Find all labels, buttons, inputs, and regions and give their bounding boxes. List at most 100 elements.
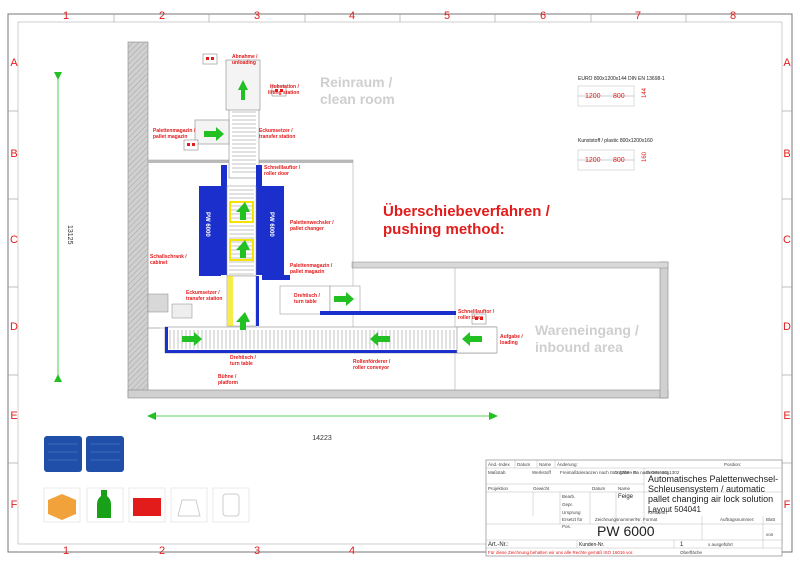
column-refs-top: 1 2 3 4 5 6 7 8 xyxy=(63,10,736,22)
col-ref: 2 xyxy=(159,545,165,557)
arrow-up-icon xyxy=(236,312,250,330)
col-ref: 1 xyxy=(63,545,69,557)
svg-text:Name: Name xyxy=(539,462,552,467)
width-dimension: 14223 xyxy=(312,435,332,442)
row-ref: D xyxy=(783,321,791,333)
room-boundaries xyxy=(147,159,456,390)
machine-label-right: PW 6000 xyxy=(268,212,274,237)
svg-text:Änderung:: Änderung: xyxy=(557,461,578,467)
svg-text:Auftragsnummer:: Auftragsnummer: xyxy=(720,517,755,522)
label-lifting: Hubstation / xyxy=(270,84,299,90)
plastic-dim-height: 160 xyxy=(642,151,648,162)
row-ref: F xyxy=(11,499,18,511)
row-ref: A xyxy=(783,57,791,69)
quantity: 1 xyxy=(680,542,684,548)
machine-label-left: PW 6000 xyxy=(204,212,210,237)
svg-text:Projektion: Projektion xyxy=(488,486,509,491)
column-refs-bottom: 1 2 3 4 xyxy=(63,545,355,557)
euro-dim-width: 800 xyxy=(613,93,625,100)
zone-labels: Reinraum / clean room Wareneingang / inb… xyxy=(320,74,639,355)
arrow-left-icon xyxy=(370,332,390,346)
svg-text:Position:: Position: xyxy=(724,462,741,467)
clean-room-label-en: clean room xyxy=(320,91,395,107)
annotations: Abnahme / unloading Hubstation / lifting… xyxy=(150,54,523,386)
arrow-right-icon xyxy=(204,127,224,141)
cabinet-unit xyxy=(147,293,193,319)
label-turn-table-bottom: Drehtisch / xyxy=(230,355,256,361)
row-ref: C xyxy=(783,234,791,246)
drawing-number: PW 6000 xyxy=(597,523,655,539)
svg-text:loading: loading xyxy=(500,340,518,346)
drafter-name: Feige xyxy=(618,494,634,500)
svg-text:pallet magazin: pallet magazin xyxy=(153,134,187,140)
svg-text:transfer station: transfer station xyxy=(186,296,222,302)
inbound-area-label: Wareneingang / xyxy=(535,322,639,338)
orange-box-icon xyxy=(48,494,76,520)
svg-text:Änd.-Index: Änd.-Index xyxy=(488,461,511,467)
svg-text:Name: Name xyxy=(618,486,631,491)
col-ref: 1 xyxy=(63,10,69,22)
svg-text:Schleusensystem / automatic: Schleusensystem / automatic xyxy=(648,484,766,494)
container-icon xyxy=(222,493,240,517)
quantity-label: x ausgeführt xyxy=(708,542,734,547)
arrow-up-icon xyxy=(236,240,250,258)
col-ref: 3 xyxy=(254,10,260,22)
row-refs-right: A B C D E F xyxy=(783,57,791,511)
arrow-right-icon xyxy=(334,292,354,306)
label-roller-conveyor: Rollenförderer / xyxy=(353,359,391,365)
col-ref: 4 xyxy=(349,545,355,557)
svg-text:pallet changing air lock solut: pallet changing air lock solution xyxy=(648,494,773,504)
plastic-dim-width: 800 xyxy=(613,157,625,164)
row-ref: C xyxy=(10,234,18,246)
svg-text:Werkstoff: Werkstoff xyxy=(532,470,552,475)
label-roller-door-top: Schnelllauftor / xyxy=(264,165,301,171)
col-ref: 3 xyxy=(254,545,260,557)
rights-footer: Für diese Zeichnung behalten wir uns all… xyxy=(488,550,633,555)
svg-text:pallet changer: pallet changer xyxy=(290,226,324,232)
svg-text:roller conveyor: roller conveyor xyxy=(353,365,389,371)
svg-text:lifting station: lifting station xyxy=(268,90,299,96)
label-pallet-changer: Palettenwechsler / xyxy=(290,220,334,226)
euro-dim-height: 144 xyxy=(642,87,648,98)
bottle-icon xyxy=(97,490,111,518)
pallet-changer-machine: PW 6000 PW 6000 xyxy=(199,165,284,277)
col-ref: 6 xyxy=(540,10,546,22)
col-ref: 5 xyxy=(444,10,450,22)
svg-text:cabinet: cabinet xyxy=(150,260,168,266)
svg-text:pallet magazin: pallet magazin xyxy=(290,269,324,275)
pallet-spec-legend: EURO 800x1200x144 DIN EN 13698-1 1200 80… xyxy=(577,76,665,171)
svg-text:unloading: unloading xyxy=(232,60,256,66)
svg-text:Gepr.: Gepr. xyxy=(562,502,573,507)
label-transfer-top: Eckumsetzer / xyxy=(259,128,293,134)
inbound-area-label-en: inbound area xyxy=(535,339,623,355)
turn-table-right xyxy=(279,285,456,315)
col-ref: 2 xyxy=(159,10,165,22)
surface-label: Oberfläche xyxy=(680,550,703,555)
col-ref: 8 xyxy=(730,10,736,22)
label-pallet-mag-mid: Palettenmagazin / xyxy=(290,263,333,269)
euro-spec-title: EURO 800x1200x144 DIN EN 13698-1 xyxy=(578,76,665,82)
svg-text:turn table: turn table xyxy=(230,361,253,367)
goods-icons xyxy=(43,487,250,523)
label-loading: Aufgabe / xyxy=(500,334,523,340)
headline: Überschiebeverfahren / pushing method: xyxy=(383,203,551,238)
label-platform: Bühne / xyxy=(218,374,237,380)
svg-text:Ersetzt für: Ersetzt für xyxy=(562,517,583,522)
svg-text:Maßstab: Maßstab xyxy=(488,470,506,475)
svg-text:Bearb.: Bearb. xyxy=(562,494,575,499)
svg-text:Blatt: Blatt xyxy=(766,517,776,522)
row-refs-left: A B C D E F xyxy=(10,57,18,511)
bag-icon xyxy=(177,499,201,517)
row-ref: E xyxy=(10,410,17,422)
svg-text:Freimaßtoleranzen nach ISO 276: Freimaßtoleranzen nach ISO 2768 - m xyxy=(560,470,637,475)
svg-text:Datum: Datum xyxy=(517,462,531,467)
svg-text:platform: platform xyxy=(218,380,239,386)
frame-ticks xyxy=(8,14,792,464)
row-ref: B xyxy=(10,148,17,160)
customer-number-label: Kunden-Nr. xyxy=(579,542,604,548)
row-ref: B xyxy=(783,148,790,160)
label-unloading: Abnahme / xyxy=(232,54,258,60)
svg-text:roller door: roller door xyxy=(458,315,483,321)
lower-vertical-conveyor xyxy=(226,250,290,327)
